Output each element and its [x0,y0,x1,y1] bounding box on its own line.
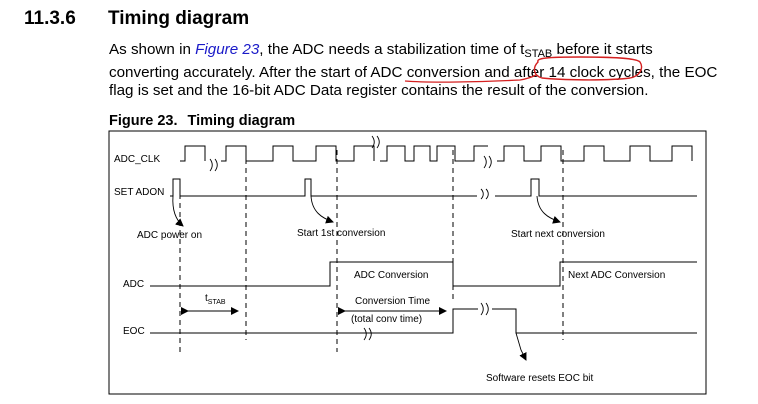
figure-23-link[interactable]: Figure 23 [195,41,260,58]
signal-label-set-adon: SET ADON [114,187,164,198]
label-tstab: tSTAB [205,293,226,306]
signal-label-adc: ADC [123,279,144,290]
line1-middle-text: , the ADC needs a stabilization time of … [259,41,525,58]
line2-start-text: converting accurately. After the start o… [109,63,549,81]
paragraph-line-3: flag is set and the 16-bit ADC Data regi… [109,82,649,99]
adc-waveform [150,261,697,287]
label-start-first-conversion: Start 1st conversion [297,228,385,239]
highlight-ellipse [533,56,643,81]
set-adon-waveform [170,178,697,197]
arrow-start-next-conversion [536,195,561,224]
arrow-adc-power-on [172,195,184,227]
eoc-waveform [150,308,697,334]
highlighted-clock-cycles: 14 clock cycles [548,63,651,81]
adc-clk-waveform [180,145,693,162]
line1-start-text: As shown in [109,41,196,58]
label-next-adc-conversion: Next ADC Conversion [568,270,665,281]
clk-break-mark-1 [209,158,218,172]
signal-label-eoc: EOC [123,326,145,337]
section-number: 11.3.6 [24,8,76,29]
eoc-break-mark [480,302,489,316]
highlight-underline [404,74,537,83]
body-paragraph: As shown in Figure 23, the ADC needs a s… [109,41,749,101]
line1-end-text: before it starts [552,41,653,58]
figure-number: Figure 23. [109,113,178,129]
paragraph-line-1: As shown in Figure 23, the ADC needs a s… [109,41,749,64]
label-conversion-time: Conversion Time [355,296,430,307]
conversion-break-mark [363,327,372,341]
line2-end-text: , the EOC [650,63,718,81]
clk-break-mark-2 [371,135,380,149]
signal-label-adc-clk: ADC_CLK [114,154,160,165]
tstab-subscript: STAB [524,48,553,60]
label-software-resets-eoc: Software resets EOC bit [486,373,593,384]
paragraph-line-2: converting accurately. After the start o… [109,64,749,83]
arrow-software-resets-eoc [515,332,527,361]
label-start-next-conversion: Start next conversion [511,229,605,240]
label-tstab-main: t [205,293,208,304]
label-total-conv-time: (total conv time) [351,314,422,325]
figure-caption: Figure 23. Timing diagram [109,113,295,129]
adon-break-mark [480,188,489,200]
section-title: Timing diagram [108,8,250,29]
figure-title: Timing diagram [187,113,296,129]
label-adc-conversion: ADC Conversion [354,270,428,281]
label-tstab-sub: STAB [208,299,226,306]
arrow-start-first-conversion [310,195,334,224]
label-adc-power-on: ADC power on [137,230,202,241]
clk-break-mark-3 [483,155,492,169]
diagram-frame [108,130,707,395]
